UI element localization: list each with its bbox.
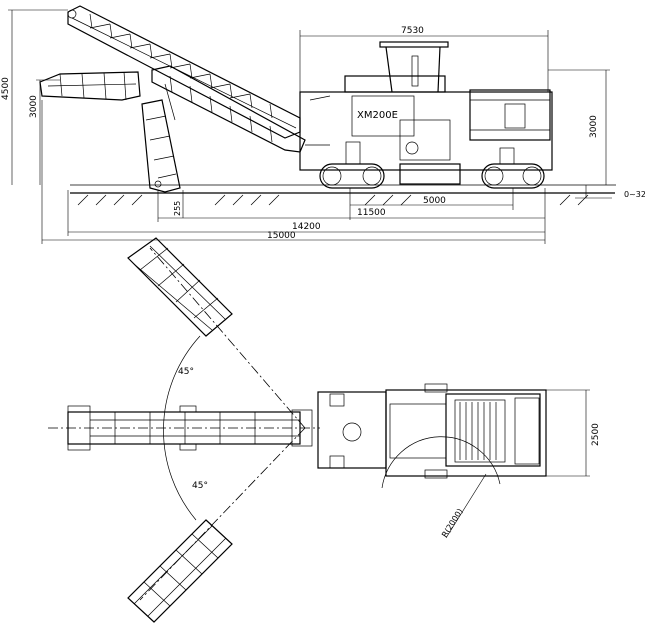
dim-15000: 15000 [41,100,545,244]
dim-label-4500: 4500 [1,77,11,100]
milling-drum [399,163,461,185]
dim-3000-left: 3000 [29,79,60,185]
dim-2500: 2500 [546,389,601,477]
swing-line-upper [149,247,306,429]
swung-conveyor-lower [141,99,181,193]
dim-label-15000: 15000 [267,231,296,241]
dim-14200: 14200 [67,190,545,236]
turning-arc [381,436,501,489]
dim-11500: 11500 [157,188,546,244]
dim-7530: 7530 [299,26,549,92]
dim-label-3000-left: 3000 [29,95,39,118]
dim-label-7530: 7530 [401,26,424,36]
machine-top [317,383,547,489]
dim-label-255: 255 [173,201,182,216]
ground-hatch [77,194,589,206]
radius-note: R(2000) [440,473,487,539]
swing-line-lower [139,427,306,601]
dim-5000: 5000 [349,188,514,220]
radius-note-label: R(2000) [440,507,465,539]
machine-body: XM200E [299,75,553,171]
dim-label-11500: 11500 [357,208,386,218]
rear-track [481,147,545,189]
dim-255: 255 [173,190,184,218]
dim-4500: 4500 [1,9,68,185]
canopy [379,41,449,93]
conveyor-top [67,405,313,451]
angle-label-upper: 45° [178,367,194,377]
conveyor-swung-lower [127,519,233,623]
model-label: XM200E [357,110,398,121]
angle-label-lower: 45° [192,481,208,491]
top-view: 45° 45° [48,237,601,623]
swung-conveyor-upper [39,71,141,101]
dim-label-3000-right: 3000 [589,115,599,138]
dim-label-depth: 0~320 [624,190,645,199]
dim-3000-right: 3000 [548,69,610,185]
dim-label-2500: 2500 [591,423,601,446]
front-track [319,141,385,189]
dim-depth: 0~320 [575,185,645,199]
dim-label-5000: 5000 [423,196,446,206]
side-view: XM200E 7530 [1,5,645,244]
conveyor-swung-upper [127,237,233,337]
dim-label-14200: 14200 [292,222,321,232]
swing-arc [163,335,201,521]
